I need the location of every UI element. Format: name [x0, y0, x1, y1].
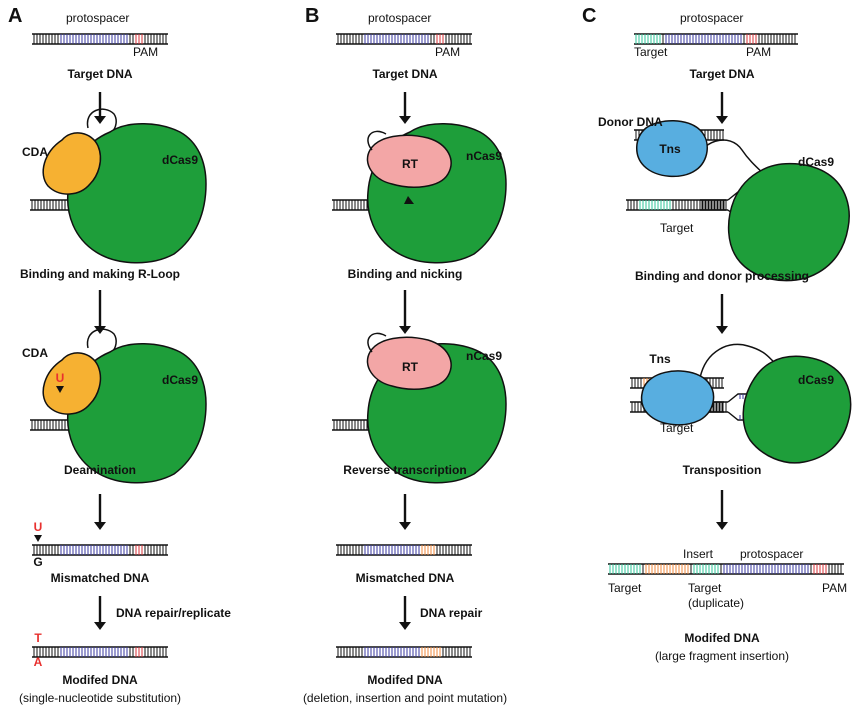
cas9-protein-c2: [742, 355, 852, 464]
target-dna-b: [336, 33, 472, 45]
rt-label-b1: RT: [402, 157, 419, 171]
modified-dna-c: [608, 563, 844, 575]
arrow-b4: [399, 596, 411, 630]
arrow-a3: [94, 494, 106, 530]
arrow-a2: [94, 290, 106, 334]
down-pointer-a2: [56, 386, 64, 393]
modified-sub-a: (single-nucleotide substitution): [19, 691, 181, 705]
cas9-complex-a2: [42, 328, 207, 484]
thymine-label-a: T: [34, 631, 42, 645]
modified-dna-a: [32, 646, 168, 658]
insert-label-c: Insert: [683, 547, 714, 561]
dcas9-label-c2: dCas9: [798, 373, 834, 387]
pam-label-a: PAM: [133, 45, 158, 59]
mismatched-dna-b: [336, 544, 472, 556]
mismatched-label-b: Mismatched DNA: [356, 571, 455, 585]
cas9-complex-b2: [366, 332, 507, 484]
step2-label-c: Transposition: [683, 463, 762, 477]
step2-label-b: Reverse transcription: [343, 463, 466, 477]
target-dna-a: [32, 33, 168, 45]
dcas9-label-a1: dCas9: [162, 153, 198, 167]
target-label-c0: Target: [634, 45, 668, 59]
protospacer-label-b: protospacer: [368, 11, 431, 25]
repair-label-a: DNA repair/replicate: [116, 606, 231, 620]
arrow-c1: [716, 92, 728, 124]
pam-label-b: PAM: [435, 45, 460, 59]
modified-label-a: Modifed DNA: [62, 673, 138, 687]
panel-letter-a: A: [8, 5, 22, 27]
dcas9-label-a2: dCas9: [162, 373, 198, 387]
step1-label-a: Binding and making R-Loop: [20, 267, 180, 281]
cda-label-a2: CDA: [22, 346, 48, 360]
ncas9-label-b1: nCas9: [466, 149, 502, 163]
arrow-c3: [716, 490, 728, 530]
ncas9-label-b2: nCas9: [466, 349, 502, 363]
rt-label-b2: RT: [402, 360, 419, 374]
rt-enzyme-b1: [366, 134, 452, 188]
cas9-complex-b1: [366, 123, 507, 264]
tns-label-c2: Tns: [649, 352, 671, 366]
target-dna-label-c: Target DNA: [689, 67, 754, 81]
tns-enzyme-c1: [636, 120, 708, 178]
target-duplicate-label-c: Target: [688, 581, 722, 595]
tns-enzyme-c2: [640, 370, 715, 426]
arrow-b1: [399, 92, 411, 124]
arrow-a4: [94, 596, 106, 630]
modified-sub-c: (large fragment insertion): [655, 649, 789, 663]
cas9-protein-c1: [727, 162, 850, 282]
rt-enzyme-b2: [366, 336, 452, 390]
protospacer-label-c: protospacer: [680, 11, 743, 25]
uracil-label-a2: U: [56, 371, 65, 385]
protospacer-label-c3: protospacer: [740, 547, 803, 561]
rloop-dna-b2-left: [332, 419, 372, 431]
adenine-label-a: A: [34, 655, 43, 669]
transposition-complex-c2: [640, 343, 852, 464]
protospacer-label-a: protospacer: [66, 11, 129, 25]
donor-dna-label-c: Donor DNA: [598, 115, 663, 129]
target-dna-label-a: Target DNA: [67, 67, 132, 81]
down-pointer-a3: [34, 535, 42, 542]
arrow-c2: [716, 294, 728, 334]
arrow-b2: [399, 290, 411, 334]
guanine-label-a3: G: [33, 555, 42, 569]
cas9-complex-a1: [42, 108, 207, 264]
rloop-dna-a2-left: [30, 419, 68, 431]
target-dna-label-b: Target DNA: [372, 67, 437, 81]
dcas9-label-c1: dCas9: [798, 155, 834, 169]
uracil-label-a3: U: [34, 520, 43, 534]
rloop-dna-c1-left: [700, 199, 728, 211]
target-label-c3: Target: [608, 581, 642, 595]
step1-label-b: Binding and nicking: [348, 267, 463, 281]
panel-letter-c: C: [582, 5, 596, 27]
arrow-b3: [399, 494, 411, 530]
modified-sub-b: (deletion, insertion and point mutation): [303, 691, 507, 705]
panel-letter-b: B: [305, 5, 319, 27]
modified-label-c: Modifed DNA: [684, 631, 760, 645]
rloop-dna-b1-left: [332, 199, 372, 211]
transposition-complex-c1: [636, 120, 850, 282]
pam-label-c: PAM: [746, 45, 771, 59]
step1-label-c: Binding and donor processing: [635, 269, 809, 283]
repair-label-b: DNA repair: [420, 606, 483, 620]
tns-label-c1: Tns: [659, 142, 681, 156]
pam-label-c3: PAM: [822, 581, 847, 595]
cda-enzyme-a2: [42, 352, 102, 415]
target-dna-c: [634, 33, 798, 45]
modified-label-b: Modifed DNA: [367, 673, 443, 687]
cda-label-a1: CDA: [22, 145, 48, 159]
mismatched-label-a: Mismatched DNA: [51, 571, 150, 585]
duplicate-label-c: (duplicate): [688, 596, 744, 610]
rloop-dna-a1-left: [30, 199, 68, 211]
target-label-c2: Target: [660, 421, 694, 435]
arrow-a1: [94, 92, 106, 124]
nick-pointer-b1: [404, 196, 414, 204]
mismatched-dna-a: [32, 544, 168, 556]
target-label-c1: Target: [660, 221, 694, 235]
modified-dna-b: [336, 646, 472, 658]
step2-label-a: Deamination: [64, 463, 136, 477]
cda-enzyme-a1: [42, 132, 102, 195]
